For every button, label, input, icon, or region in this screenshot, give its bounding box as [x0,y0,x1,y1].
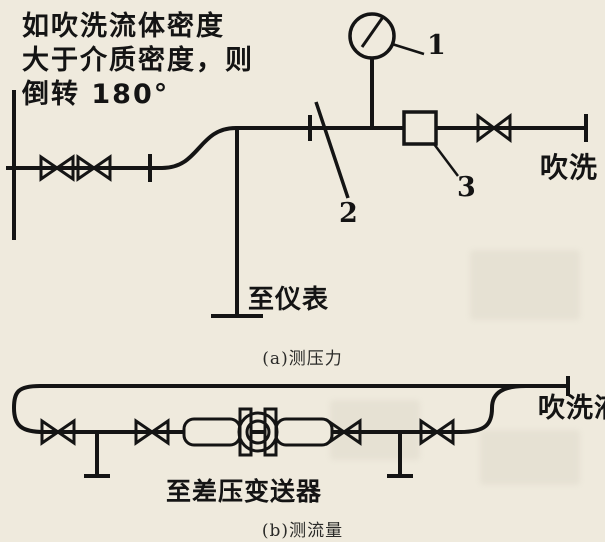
pipe-left-hook [11,384,45,434]
pressure-tap-right [387,432,413,478]
to-transmitter-label: 至差压变送器 [166,477,323,506]
callout-label-gauge: 1 [427,30,446,61]
orifice-flow-element-icon [182,407,334,457]
valve-icon [40,418,76,446]
caption-a: (a)测压力 [262,349,343,369]
valve-icon [476,113,512,143]
restrictor-box-icon [402,110,459,177]
pressure-gauge-icon [348,12,425,128]
callout-line-1 [391,42,425,56]
purge-liquid-label: 吹洗液 [538,393,605,424]
note-text-line2: 大于介质密度，则 [22,45,254,76]
scan-bleed-artifact [480,430,580,485]
caption-b: (b)测流量 [261,521,344,541]
diagram-a-piping-schematic [6,12,588,318]
scan-bleed-artifact [470,250,580,320]
note-text-line3: 倒转 180° [22,79,170,110]
valve-icon [134,418,170,446]
pipe-main-run [150,114,588,170]
pressure-tap-left [84,432,110,478]
needle-valve-icon [308,101,350,199]
callout-label-valve: 2 [339,198,358,229]
valve-icon [419,418,455,446]
pipe-right-riser [459,384,527,434]
purge-label: 吹洗 [540,151,599,184]
valve-icon [39,154,75,182]
diagram-b-piping-schematic [11,376,570,478]
to-instrument-label: 至仪表 [248,285,330,315]
callout-label-restrictor: 3 [457,172,476,203]
pipe-purge-header [11,376,570,434]
callout-line-3 [433,143,459,177]
pipe-to-instrument [211,128,263,318]
note-text-line1: 如吹洗流体密度 [22,11,225,42]
valve-icon [76,154,112,182]
